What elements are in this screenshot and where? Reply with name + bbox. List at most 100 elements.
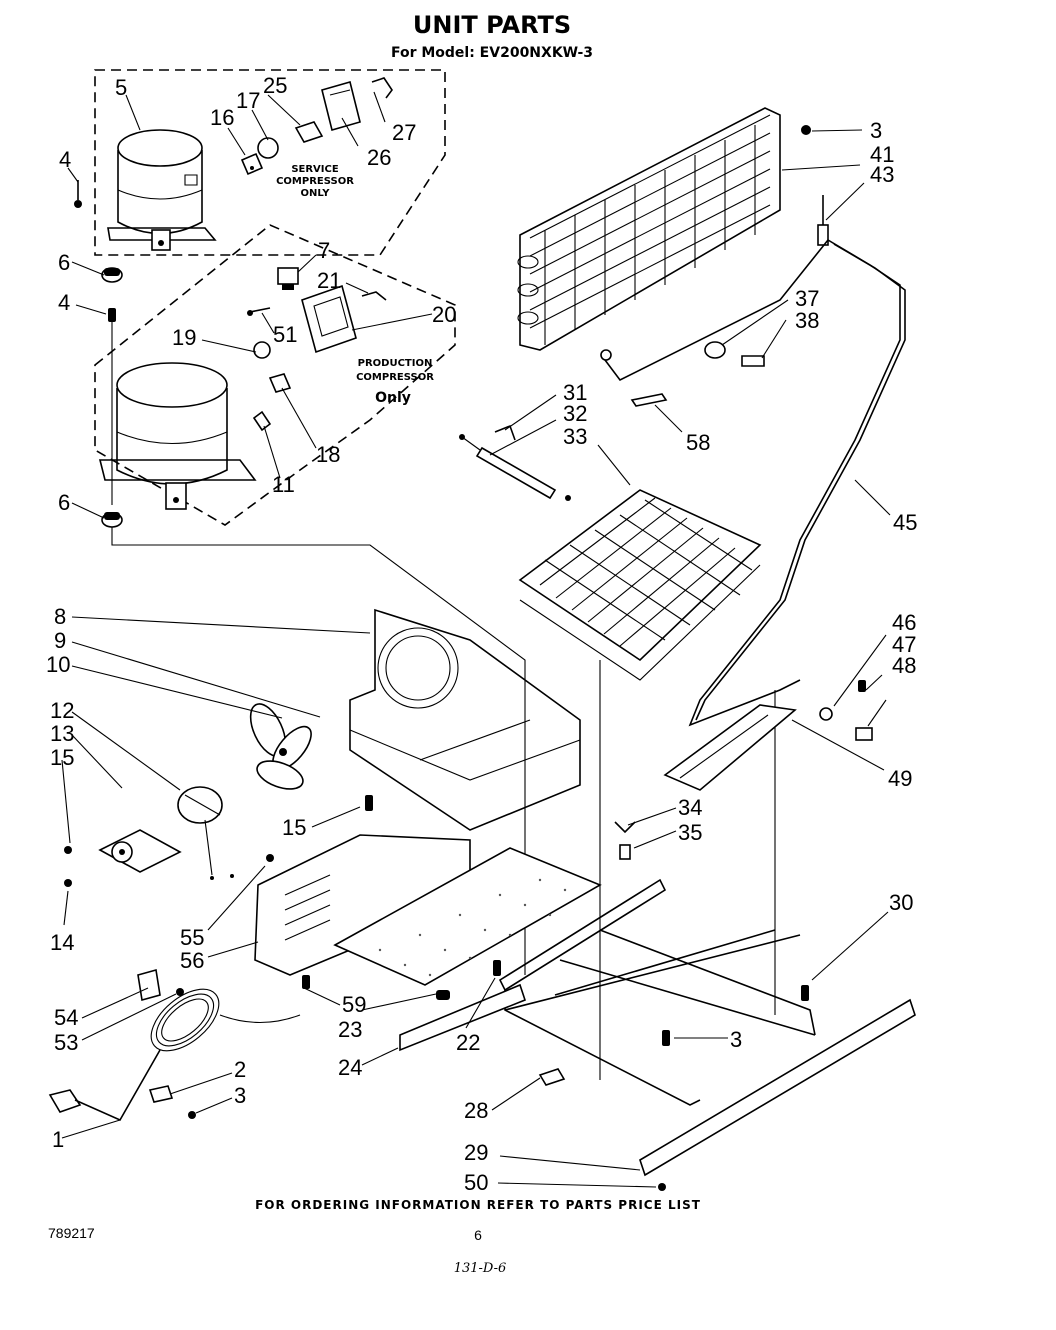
diagram-number: 789217 [48, 1225, 95, 1241]
clip-2 [148, 1085, 174, 1103]
callout-35: 35 [678, 820, 702, 845]
cover-26 [321, 81, 361, 131]
callout-24: 24 [338, 1055, 362, 1080]
production-only-note: Only [375, 390, 411, 406]
front-rail-29 [639, 998, 916, 1177]
relay-7 [277, 267, 299, 290]
callout-10: 10 [46, 652, 70, 677]
overload-relay-16 [240, 152, 264, 176]
production-note-1: PRODUCTION [358, 358, 433, 369]
callout-29: 29 [464, 1140, 488, 1165]
callout-20: 20 [432, 302, 456, 327]
callout-31: 31 [563, 380, 587, 405]
screw-50 [658, 1183, 666, 1191]
callout-53: 53 [54, 1030, 78, 1055]
motor-bracket-13 [98, 829, 182, 873]
power-cord-1 [48, 988, 301, 1122]
callout-41: 41 [870, 142, 894, 167]
callout-7: 7 [318, 238, 330, 263]
callout-12: 12 [50, 698, 74, 723]
handwritten-code: 131-D-6 [454, 1261, 507, 1276]
clip-21 [361, 291, 387, 301]
callout-59: 59 [342, 992, 366, 1017]
callout-13: 13 [50, 721, 74, 746]
callout-37: 37 [795, 286, 819, 311]
leader-lines [61, 91, 891, 1188]
callout-30: 30 [889, 890, 913, 915]
overload-18 [268, 373, 292, 393]
callout-4-lower: 4 [58, 290, 70, 315]
callout-32: 32 [563, 401, 587, 426]
clip-58 [630, 393, 668, 407]
capacitor-17 [257, 137, 279, 159]
base-frame [498, 878, 816, 1106]
callout-23: 23 [338, 1017, 362, 1042]
grommet-23 [436, 990, 450, 1000]
screw-3-top [801, 125, 811, 135]
callout-3-base: 3 [730, 1027, 742, 1052]
callout-45: 45 [893, 510, 917, 535]
clip-28 [538, 1068, 566, 1086]
screw-53 [176, 988, 184, 996]
clamp-54 [137, 968, 161, 1002]
callout-27: 27 [392, 120, 416, 145]
callout-48: 48 [892, 653, 916, 678]
clip-31 [494, 424, 516, 441]
condenser-coil [517, 107, 781, 351]
screw-22 [493, 960, 501, 976]
page-number: 6 [474, 1227, 482, 1243]
callout-11: 11 [272, 472, 295, 497]
callout-numbers: 5 25 17 16 27 26 4 6 7 21 20 4 51 19 18 … [46, 73, 917, 1195]
parts-46-48 [819, 680, 873, 741]
clip-11 [252, 410, 272, 432]
mat-23 [333, 847, 602, 986]
callout-54: 54 [54, 1005, 78, 1030]
relay-25 [294, 121, 324, 143]
callout-5: 5 [115, 75, 127, 100]
parts-34-35 [614, 821, 636, 860]
callout-16: 16 [210, 105, 234, 130]
callout-4-upper: 4 [59, 147, 71, 172]
fan-blade-10 [249, 703, 312, 790]
screw-15-left [64, 846, 72, 854]
evaporator-33 [518, 489, 762, 681]
callout-15-center: 15 [282, 815, 306, 840]
callout-38: 38 [795, 308, 819, 333]
callout-33: 33 [563, 424, 587, 449]
screw-59 [302, 975, 310, 989]
cover-20 [301, 284, 357, 354]
drain-trough-49 [663, 704, 797, 791]
callout-14: 14 [50, 930, 74, 955]
callout-51: 51 [273, 322, 297, 347]
production-compressor-group: PRODUCTION COMPRESSOR Only [94, 224, 456, 526]
capacitor-19 [253, 341, 271, 359]
production-note-2: COMPRESSOR [356, 372, 434, 383]
grommet-6-upper [101, 267, 123, 283]
ordering-info: FOR ORDERING INFORMATION REFER TO PARTS … [255, 1198, 701, 1212]
screw-51 [247, 307, 271, 316]
grommet-6-lower [101, 512, 123, 528]
screw-30 [801, 985, 809, 1001]
service-compressor [107, 129, 217, 251]
grommet-37 [704, 341, 726, 359]
fan-bracket-8 [349, 608, 581, 831]
callout-25: 25 [263, 73, 287, 98]
page-title: UNIT PARTS [413, 11, 571, 39]
screw-4-upper [74, 180, 82, 208]
callout-50: 50 [464, 1170, 488, 1195]
service-note-1: SERVICE [291, 164, 339, 175]
callout-19: 19 [172, 325, 196, 350]
rail-24 [399, 983, 526, 1052]
callout-47: 47 [892, 632, 916, 657]
clip-38 [741, 355, 765, 367]
callout-3-top: 3 [870, 118, 882, 143]
callout-46: 46 [892, 610, 916, 635]
screw-3-base [662, 1030, 670, 1046]
callout-21: 21 [317, 268, 341, 293]
callout-8: 8 [54, 604, 66, 629]
callout-34: 34 [678, 795, 702, 820]
service-note-2: COMPRESSOR [276, 176, 354, 187]
callout-58: 58 [686, 430, 710, 455]
service-note-3: ONLY [301, 188, 331, 199]
callout-6-upper: 6 [58, 250, 70, 275]
